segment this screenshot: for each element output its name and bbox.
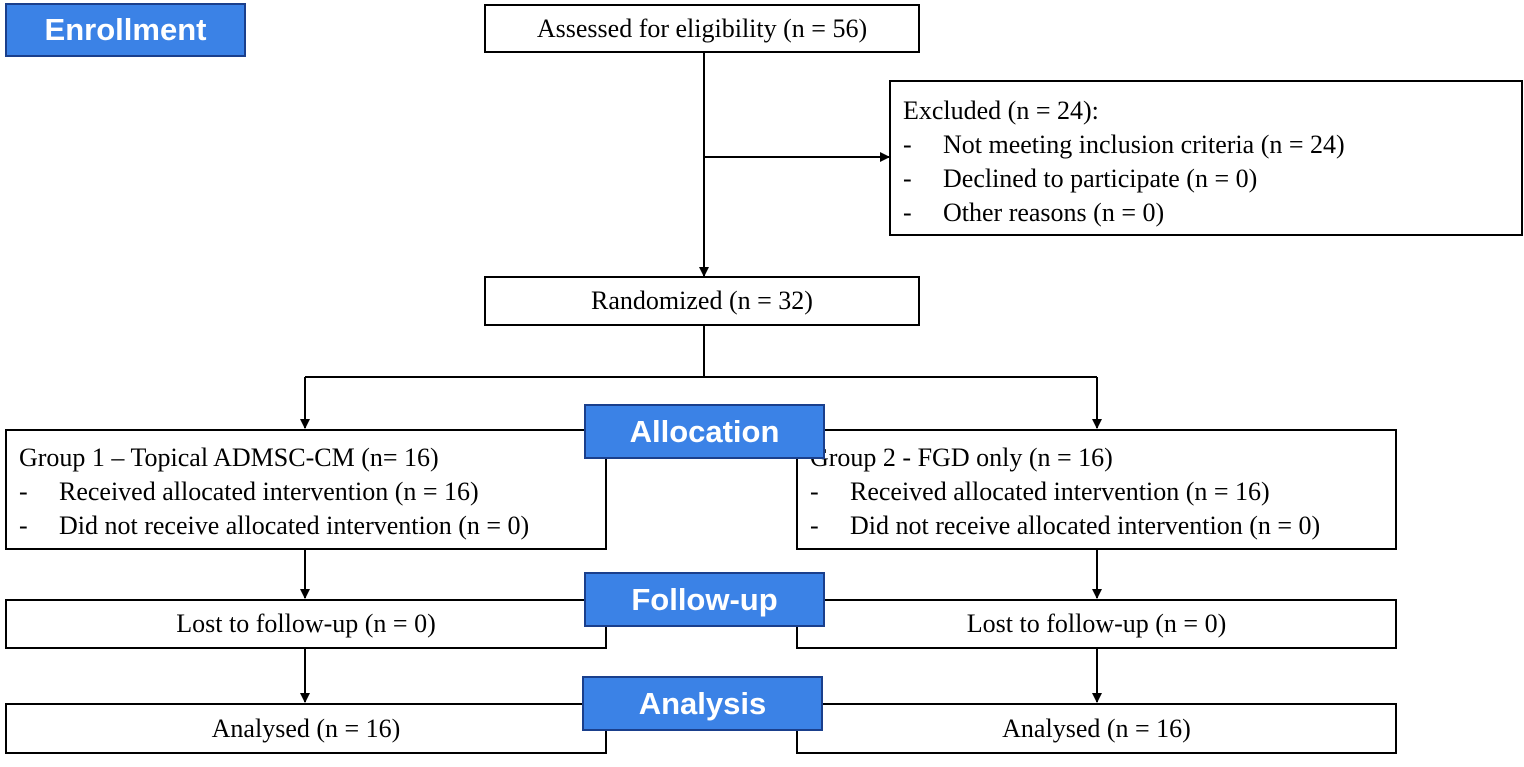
group1-item: - Did not receive allocated intervention… bbox=[19, 509, 595, 543]
excluded-item-label: Not meeting inclusion criteria (n = 24) bbox=[943, 130, 1345, 159]
group2-item-label: Did not receive allocated intervention (… bbox=[850, 511, 1321, 540]
bullet-dash: - bbox=[903, 164, 912, 193]
excluded-title: Excluded (n = 24): bbox=[903, 96, 1099, 125]
stage-follow-up-label: Follow-up bbox=[631, 581, 778, 617]
group2-followup-label: Lost to follow-up (n = 0) bbox=[966, 609, 1227, 638]
group1-analysed-label: Analysed (n = 16) bbox=[211, 713, 401, 743]
group2-title: Group 2 - FGD only (n = 16) bbox=[810, 443, 1113, 472]
group1-followup-box: Lost to follow-up (n = 0) bbox=[5, 599, 607, 649]
stage-analysis: Analysis bbox=[582, 676, 823, 731]
bullet-dash: - bbox=[810, 477, 819, 506]
excluded-item-label: Other reasons (n = 0) bbox=[943, 198, 1165, 227]
stage-allocation: Allocation bbox=[584, 404, 825, 459]
group1-analysed-box: Analysed (n = 16) bbox=[5, 703, 607, 754]
group1-followup-label: Lost to follow-up (n = 0) bbox=[176, 609, 436, 638]
group1-title: Group 1 – Topical ADMSC-CM (n= 16) bbox=[19, 443, 439, 472]
bullet-dash: - bbox=[19, 511, 28, 540]
assessed-box: Assessed for eligibility (n = 56) bbox=[484, 4, 920, 53]
assessed-label: Assessed for eligibility (n = 56) bbox=[536, 13, 868, 43]
excluded-item: - Declined to participate (n = 0) bbox=[903, 162, 1511, 196]
group2-item: - Received allocated intervention (n = 1… bbox=[810, 475, 1385, 509]
group2-item: - Did not receive allocated intervention… bbox=[810, 509, 1385, 543]
group1-item-label: Received allocated intervention (n = 16) bbox=[59, 477, 479, 506]
bullet-dash: - bbox=[810, 511, 819, 540]
bullet-dash: - bbox=[19, 477, 28, 506]
group2-item-label: Received allocated intervention (n = 16) bbox=[850, 477, 1270, 506]
group1-item: - Received allocated intervention (n = 1… bbox=[19, 475, 595, 509]
stage-allocation-label: Allocation bbox=[629, 413, 780, 449]
group2-analysed-label: Analysed (n = 16) bbox=[1002, 713, 1191, 743]
stage-follow-up: Follow-up bbox=[584, 572, 825, 627]
excluded-box: Excluded (n = 24): - Not meeting inclusi… bbox=[889, 80, 1523, 236]
group1-item-label: Did not receive allocated intervention (… bbox=[59, 511, 530, 540]
randomized-label: Randomized (n = 32) bbox=[591, 286, 813, 315]
group2-followup-box: Lost to follow-up (n = 0) bbox=[796, 599, 1397, 649]
bullet-dash: - bbox=[903, 198, 912, 227]
group2-allocation-box: Group 2 - FGD only (n = 16) - Received a… bbox=[796, 429, 1397, 550]
group1-allocation-box: Group 1 – Topical ADMSC-CM (n= 16) - Rec… bbox=[5, 429, 607, 550]
randomized-box: Randomized (n = 32) bbox=[484, 276, 920, 326]
excluded-item: - Not meeting inclusion criteria (n = 24… bbox=[903, 128, 1511, 162]
group2-analysed-box: Analysed (n = 16) bbox=[796, 703, 1397, 754]
stage-enrollment-label: Enrollment bbox=[44, 12, 207, 47]
bullet-dash: - bbox=[903, 130, 912, 159]
excluded-item: - Other reasons (n = 0) bbox=[903, 196, 1511, 230]
excluded-item-label: Declined to participate (n = 0) bbox=[943, 164, 1258, 193]
stage-analysis-label: Analysis bbox=[638, 685, 767, 721]
stage-enrollment: Enrollment bbox=[5, 3, 246, 57]
